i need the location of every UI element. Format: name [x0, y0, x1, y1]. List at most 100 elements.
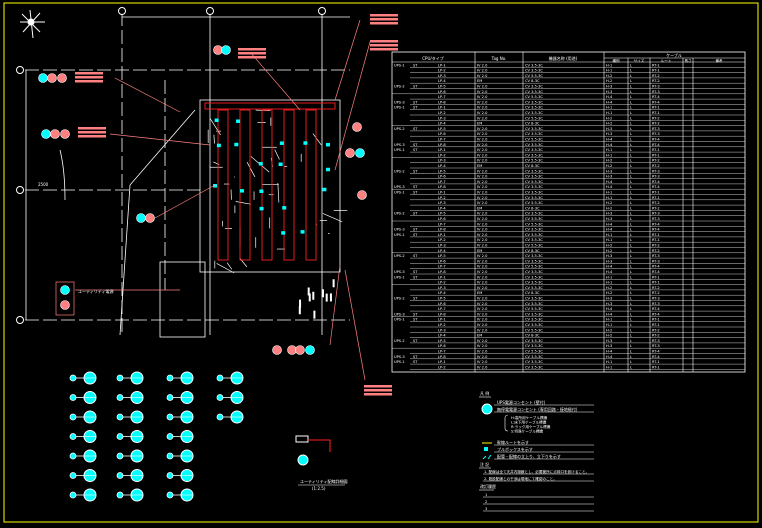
table-cell: H-1	[606, 360, 612, 364]
table-cell: EM	[477, 334, 482, 338]
outlet-symbol	[69, 410, 97, 424]
table-cell: H-4	[606, 312, 613, 316]
callout-tag	[355, 148, 365, 158]
table-cell: IV 2.0	[477, 244, 488, 248]
table-cell: CV 3.5-3C	[525, 254, 543, 258]
table-cell: LP-3	[438, 244, 446, 248]
callout-tag	[345, 148, 355, 158]
table-cell: IV 2.0	[477, 275, 488, 279]
remark-item: 2. 既設配線との干渉は現地にて確認のこと。	[484, 476, 557, 481]
outlet-marker	[300, 230, 305, 234]
callout-text	[364, 393, 392, 396]
table-cell: RT-3	[652, 302, 660, 306]
table-cell: CV 3.5-3C	[525, 100, 543, 104]
table-cell: RT-1	[652, 318, 660, 322]
table-cell: LP-5	[438, 254, 446, 258]
table-cell: CV 5.5-3C	[525, 138, 543, 142]
table-cell: L	[630, 281, 632, 285]
table-cell: RT-1	[652, 233, 660, 237]
outlet-symbol	[216, 371, 244, 385]
table-cell: UPS-1	[394, 360, 405, 364]
callout-tag	[57, 73, 67, 83]
table-cell: L	[630, 153, 632, 157]
table-cell: RT-1	[652, 365, 660, 369]
table-cell: IV 2.0	[477, 217, 488, 221]
table-cell: LP-4	[438, 79, 446, 83]
table-cell: LP-3	[438, 201, 446, 205]
outlet-symbol	[116, 488, 144, 502]
table-cell: LP-5	[438, 169, 446, 173]
table-cell: L	[630, 265, 632, 269]
table-cell: LP-8	[438, 143, 446, 147]
table-cell: L	[630, 63, 632, 67]
revision-title: 改訂履歴	[480, 483, 496, 489]
table-cell: CV 3.5-3C	[525, 275, 543, 279]
table-cell: H-4	[606, 100, 613, 104]
table-cell: H-4	[606, 228, 613, 232]
table-cell: L	[630, 291, 632, 295]
table-cell: LP-5	[438, 127, 446, 131]
table-cell: L	[630, 175, 632, 179]
table-cell: LP-7	[438, 222, 446, 226]
table-cell: H-4	[606, 138, 613, 142]
table-cell: H-2	[606, 79, 612, 83]
revision-item: 1	[485, 493, 487, 497]
table-cell: LP-3	[438, 74, 446, 78]
outlet-marker	[213, 184, 218, 188]
table-cell: IV 2.0	[477, 328, 488, 332]
table-cell: CV 3.5-3C	[525, 132, 543, 136]
table-cell: H-2	[606, 249, 612, 253]
table-cell: L	[630, 159, 632, 163]
table-cell: L	[630, 275, 632, 279]
outlet-marker	[236, 119, 241, 123]
outlet-symbol	[116, 410, 144, 424]
table-cell: H-2	[606, 286, 612, 290]
table-cell: UPS-3	[394, 355, 405, 359]
table-cell: RT-1	[652, 148, 660, 152]
table-cell: L	[630, 148, 632, 152]
table-cell: RT-3	[652, 217, 660, 221]
detail-scale: (1:2.5)	[312, 486, 326, 491]
pull-box-icon	[484, 447, 488, 451]
table-cell: RT-3	[652, 175, 660, 179]
table-cell: H-4	[606, 265, 613, 269]
unit-label: ユーティリティ電源	[78, 288, 114, 294]
table-cell: LP-5	[438, 339, 446, 343]
table-cell: L	[630, 201, 632, 205]
table-cell: IV 2.0	[477, 196, 488, 200]
table-cell: CV 3.5-3C	[525, 111, 543, 115]
outlet-symbol	[116, 391, 144, 404]
table-cell: IV 2.0	[477, 116, 488, 120]
table-cell: UPS-1	[394, 148, 405, 152]
building-plan	[159, 99, 341, 338]
outlet-symbol	[69, 469, 97, 482]
table-cell: RT-3	[652, 85, 660, 89]
table-cell: ST	[413, 106, 418, 110]
table-cell: EM	[477, 206, 482, 210]
table-cell: L	[630, 222, 632, 226]
callout-text	[78, 131, 106, 134]
table-cell: RT-3	[652, 127, 660, 131]
outlet-marker	[239, 189, 244, 193]
table-cell: LP-5	[438, 85, 446, 89]
table-cell: H-3	[606, 344, 612, 348]
table-cell: UPS-1	[394, 63, 405, 67]
table-cell: IV 2.0	[477, 254, 488, 258]
table-cell: H-3	[606, 217, 612, 221]
table-cell: LP-5	[438, 212, 446, 216]
callout-tag	[47, 73, 57, 83]
grid-bubble	[206, 7, 214, 15]
table-cell: IV 2.0	[477, 69, 488, 73]
table-cell: RT-2	[652, 334, 660, 338]
plan-line	[246, 162, 256, 178]
table-cell: CV 8-3C	[525, 334, 540, 338]
outlet-marker	[325, 142, 330, 147]
table-cell: RT-2	[652, 286, 660, 290]
table-cell: LP-4	[438, 206, 446, 210]
table-cell: IV 2.0	[477, 286, 488, 290]
table-cell: RT-2	[652, 159, 660, 163]
callout-tag	[41, 129, 51, 139]
table-cell: RT-1	[652, 281, 660, 285]
table-cell: RT-3	[652, 212, 660, 216]
table-cell: L	[630, 116, 632, 120]
